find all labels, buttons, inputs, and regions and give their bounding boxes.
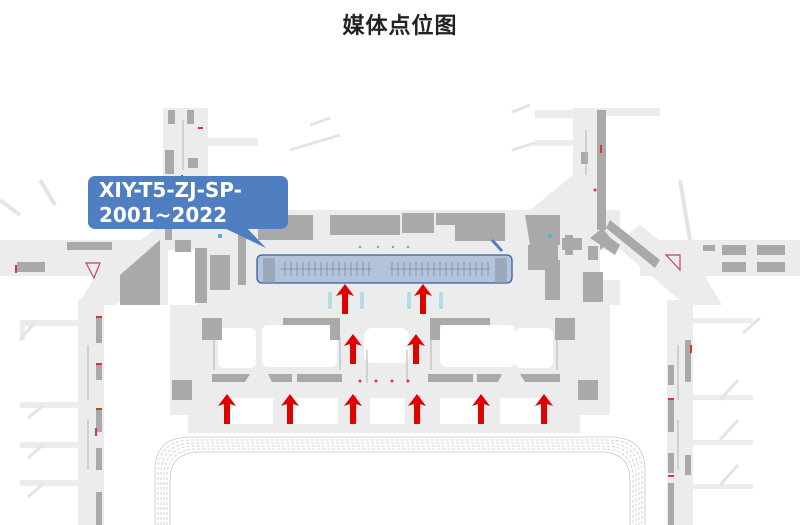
- page-title: 媒体点位图: [342, 14, 458, 39]
- callout-pointer: [220, 226, 266, 248]
- marker-stick: [490, 238, 504, 253]
- callout-line-2: 2001~2022: [99, 203, 228, 227]
- floor-area: [0, 103, 800, 525]
- info-points: [85, 254, 681, 280]
- building-blocks: [17, 110, 785, 525]
- roadway: [154, 436, 646, 525]
- callout-line-1: XIY-T5-ZJ-SP-: [99, 178, 242, 202]
- highlight-zone: [256, 254, 513, 284]
- media-point-callout: XIY-T5-ZJ-SP- 2001~2022: [88, 176, 288, 229]
- cyan-posts: [328, 292, 443, 309]
- cyan-points: [218, 234, 552, 249]
- courtyards: [168, 250, 634, 424]
